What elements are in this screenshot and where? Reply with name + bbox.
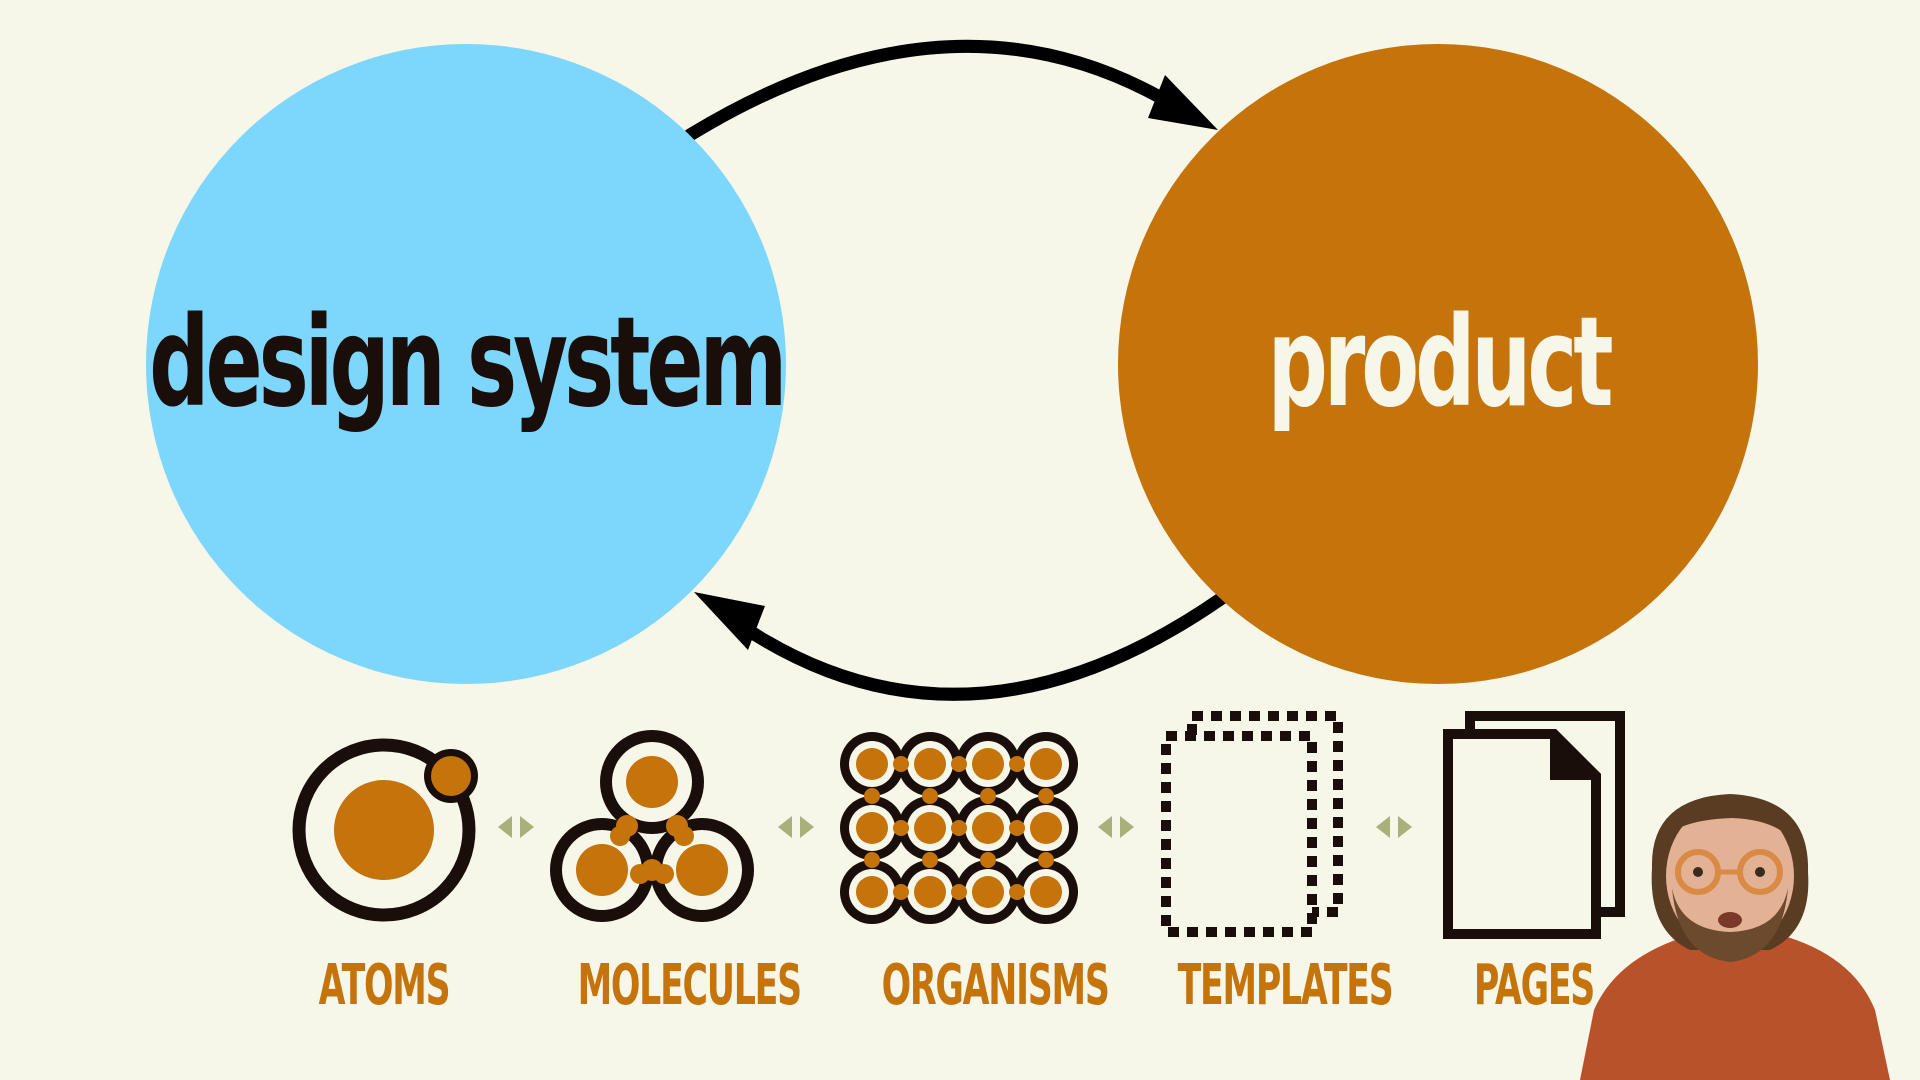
template-icon <box>1161 711 1343 937</box>
double-arrow-icon <box>1376 816 1412 838</box>
bottom-arrow-curve <box>723 591 1229 701</box>
product-circle: product <box>1118 44 1758 684</box>
top-arrowhead-icon <box>1148 75 1218 130</box>
presenter-webcam-overlay <box>1580 794 1890 1080</box>
product-label: product <box>1266 291 1613 435</box>
atom-icon <box>292 738 478 922</box>
stage-label-templates: TEMPLATES <box>1177 953 1394 1018</box>
double-arrow-icon <box>778 816 814 838</box>
molecule-icon <box>550 730 754 922</box>
stage-label-pages: PAGES <box>1473 953 1595 1018</box>
pages-icon <box>1443 711 1625 939</box>
top-arrow-curve <box>683 39 1192 142</box>
design-system-label: design system <box>148 291 787 435</box>
stage-label-organisms: ORGANISMS <box>881 953 1110 1018</box>
organism-icon <box>840 732 1078 924</box>
double-arrow-icon <box>1098 816 1134 838</box>
stage-label-molecules: MOLECULES <box>577 953 803 1018</box>
design-system-circle: design system <box>146 44 787 684</box>
double-arrow-icon <box>498 816 534 838</box>
stage-label-atoms: ATOMS <box>318 953 451 1018</box>
bottom-arrowhead-icon <box>694 592 765 650</box>
